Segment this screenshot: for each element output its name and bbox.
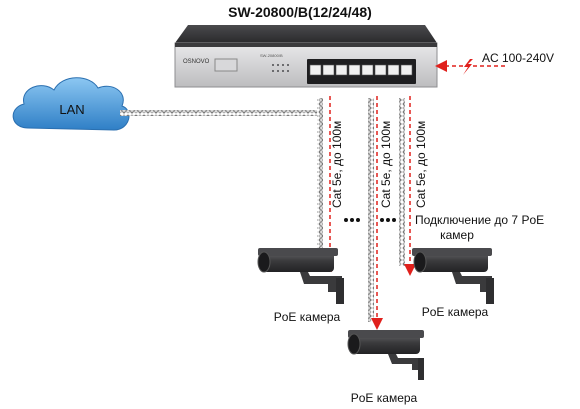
switch-brand-label: OSNOVO	[183, 59, 210, 65]
camera-cable-left	[317, 98, 323, 266]
power-input: AC 100-240V	[435, 51, 554, 75]
switch-model-small-label: SW-20800/B	[260, 53, 283, 58]
cable-label-middle: Cat 5e, до 100м	[379, 121, 393, 208]
camera-label-left: PoE камера	[274, 310, 341, 324]
camera-cable-right	[399, 98, 405, 266]
lightning-icon	[463, 59, 473, 75]
switch-ethernet-ports	[309, 64, 413, 76]
switch-led-panel	[272, 64, 289, 72]
diagram-title: SW-20800/B(12/24/48)	[228, 4, 372, 20]
cable-label-right: Cat 5e, до 100м	[414, 121, 428, 208]
ellipsis-dots-right	[380, 218, 396, 222]
ellipsis-dots-left	[344, 218, 360, 222]
poe-camera-right	[412, 248, 494, 304]
capacity-note-line1: Подключение до 7 PoE	[415, 213, 544, 227]
power-label: AC 100-240V	[482, 51, 554, 65]
cable-label-left: Cat 5e, до 100м	[330, 121, 344, 208]
camera-cable-middle	[368, 98, 374, 322]
poe-camera-bottom	[347, 330, 424, 380]
lan-cloud: LAN	[12, 77, 130, 131]
capacity-note-line2: камер	[440, 228, 474, 242]
switch-display-panel	[214, 58, 238, 72]
lan-label: LAN	[59, 102, 84, 117]
poe-switch: OSNOVO SW-20800/B	[174, 25, 438, 88]
poe-camera-left	[257, 248, 344, 304]
lan-cable	[120, 110, 320, 116]
camera-label-bottom: PoE камера	[351, 391, 418, 405]
camera-label-right: PoE камера	[422, 305, 489, 319]
